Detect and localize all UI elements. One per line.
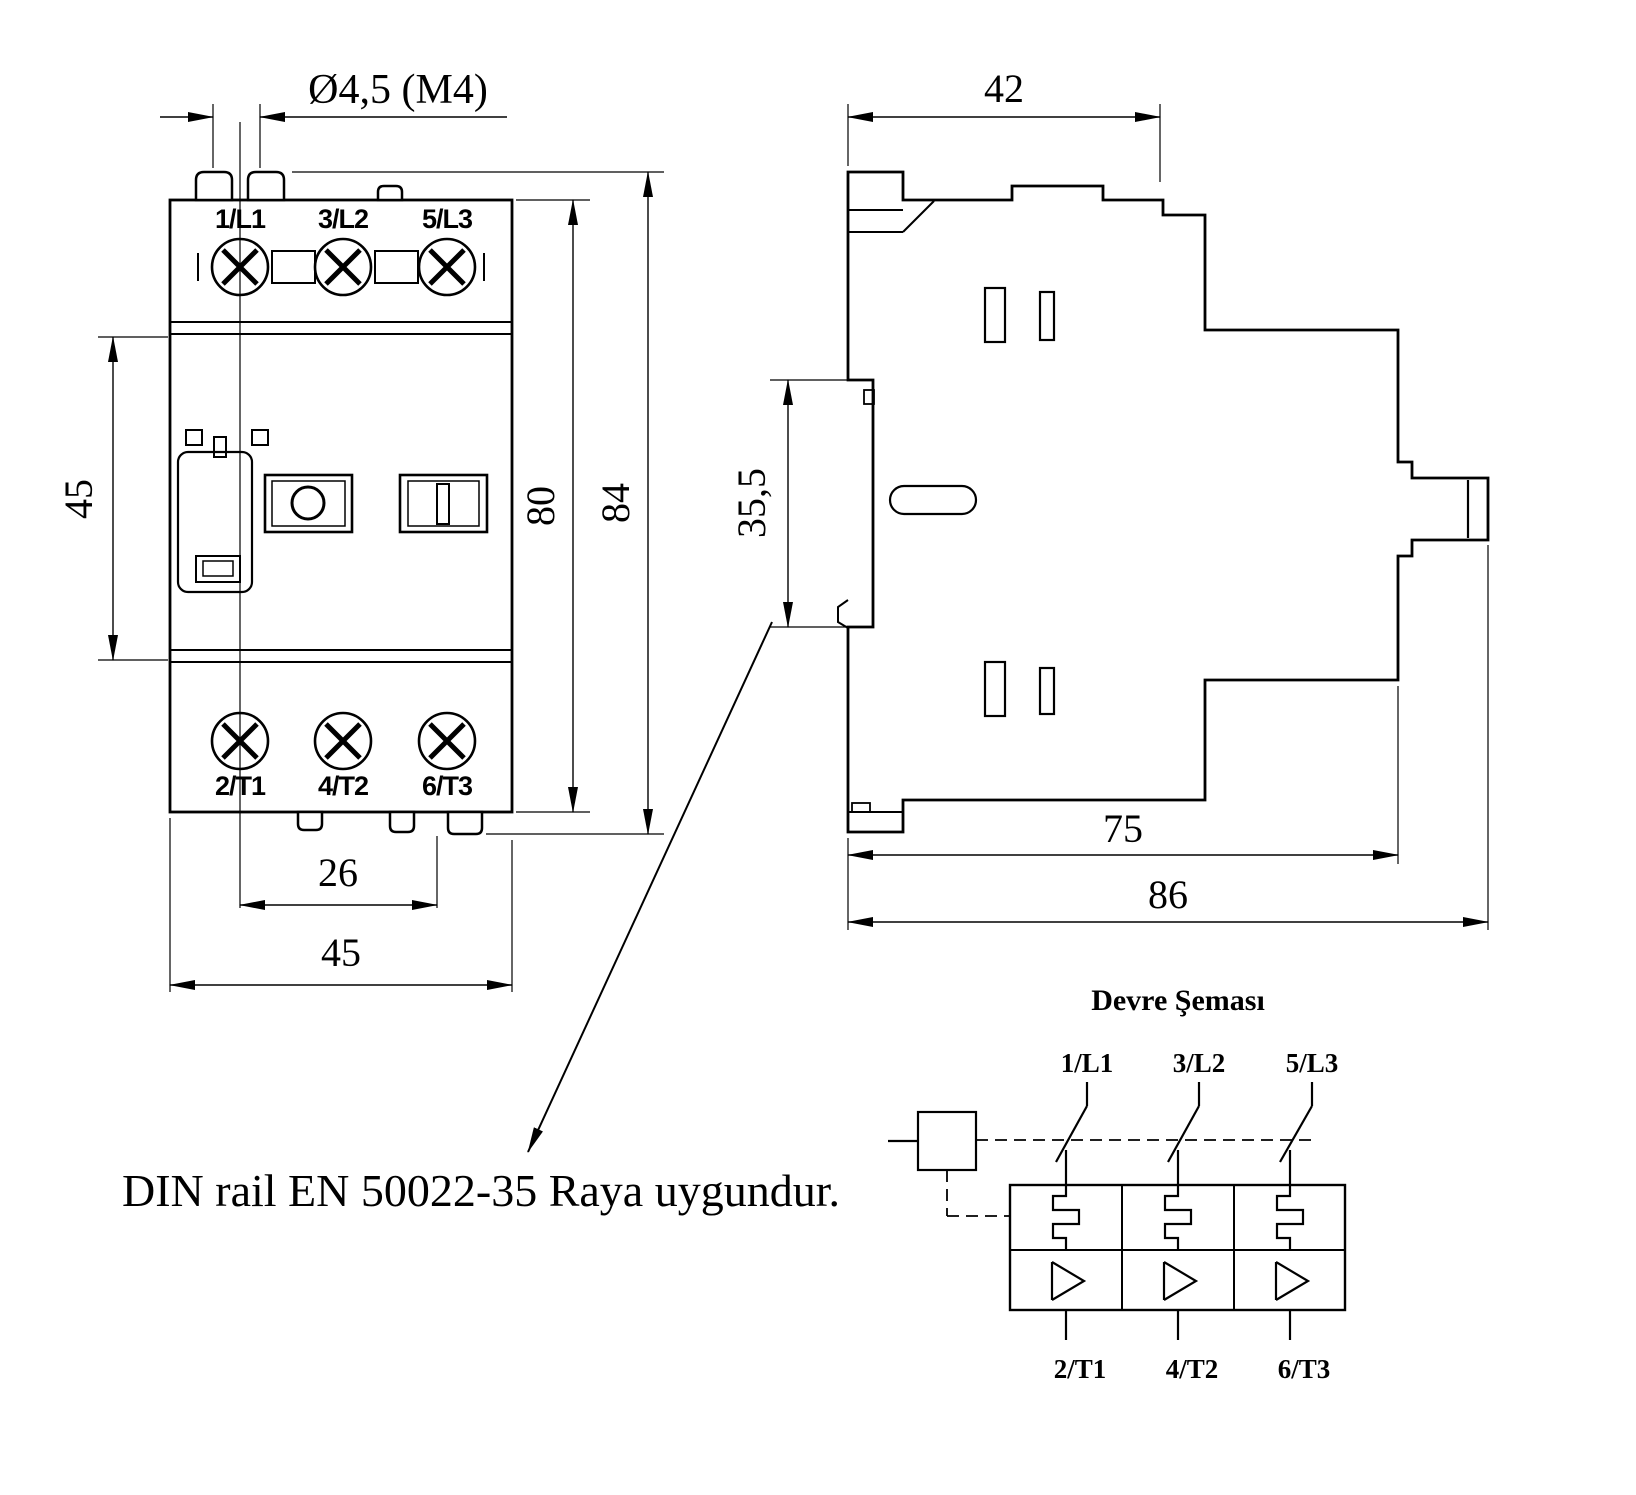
dim-label-45: 45 (56, 479, 101, 519)
contact-blades (1055, 1105, 1313, 1185)
dim-label-84: 84 (593, 483, 638, 523)
screw-terminal-icon (313, 237, 373, 297)
dim-depth-75: 75 (847, 686, 1399, 930)
dim-rail-35-5: 35,5 (729, 379, 858, 628)
dim-hole-diameter: Ø4,5 (M4) (160, 67, 507, 168)
dim-label-80: 80 (518, 486, 563, 526)
din-rail-leader (527, 621, 773, 1153)
thermal-element-icon (1051, 1185, 1305, 1250)
schematic-output-label: 2/T1 (1054, 1354, 1107, 1384)
dim-label-35-5: 35,5 (729, 468, 774, 538)
dim-height-45: 45 (56, 336, 168, 661)
schematic-output-label: 6/T3 (1278, 1354, 1331, 1384)
front-view: 1/L1 3/L2 5/L3 2/T1 4/T2 6/T3 (168, 122, 514, 908)
dim-height-80: 80 (516, 199, 590, 813)
screw-terminal-icon (417, 711, 477, 771)
circuit-diagram: Devre Şeması 1/L1 3/L2 5/L3 (888, 984, 1347, 1384)
din-rail-note-text: DIN rail EN 50022-35 Raya uygundur. (122, 1165, 840, 1216)
mechanical-linkage-line (946, 1139, 1312, 1217)
terminal-label: 2/T1 (215, 771, 266, 801)
reset-button-front (263, 473, 354, 534)
front-view-dimensions: Ø4,5 (M4) 45 80 84 26 (56, 67, 664, 992)
dim-depth-86: 86 (847, 545, 1489, 930)
side-view (837, 170, 1490, 834)
terminal-label: 5/L3 (422, 204, 473, 234)
side-body-outline (846, 170, 1490, 834)
screw-terminal-icon (313, 711, 373, 771)
schematic-title: Devre Şeması (1091, 984, 1265, 1017)
dim-label-86: 86 (1148, 872, 1188, 917)
dim-height-84: 84 (292, 171, 664, 835)
terminal-label: 1/L1 (215, 204, 266, 234)
side-view-dimensions: 42 35,5 75 86 (729, 66, 1489, 930)
schematic-input-label: 1/L1 (1061, 1048, 1114, 1078)
leader-arrow (527, 621, 773, 1153)
din-clip-detail (837, 200, 935, 813)
mounting-tabs (194, 170, 484, 836)
schematic-input-label: 3/L2 (1173, 1048, 1226, 1078)
terminal-label: 3/L2 (318, 204, 368, 234)
side-slots (888, 286, 1056, 718)
output-conductors (1064, 1310, 1292, 1340)
dim-label-75: 75 (1103, 806, 1143, 851)
dim-label-width-45: 45 (321, 930, 361, 975)
magnetic-trip-icon (1050, 1261, 1311, 1301)
dim-label-42: 42 (984, 66, 1024, 111)
dim-width-45: 45 (169, 818, 513, 992)
switch-slot-front (398, 473, 489, 534)
body-separator-lines (170, 321, 512, 663)
dim-hole-spacing-26: 26 (239, 850, 438, 910)
dim-label-hole: Ø4,5 (M4) (308, 67, 488, 113)
screw-terminal-icon (417, 237, 477, 297)
schematic-input-label: 5/L3 (1286, 1048, 1339, 1078)
terminal-label: 6/T3 (422, 771, 473, 801)
dim-depth-42: 42 (847, 66, 1161, 182)
trip-mechanism-box (916, 1110, 978, 1172)
front-body-outline (168, 198, 514, 814)
schematic-output-label: 4/T2 (1166, 1354, 1219, 1384)
input-conductors (1085, 1082, 1314, 1106)
dim-label-26: 26 (318, 850, 358, 895)
terminal-label: 4/T2 (318, 771, 368, 801)
